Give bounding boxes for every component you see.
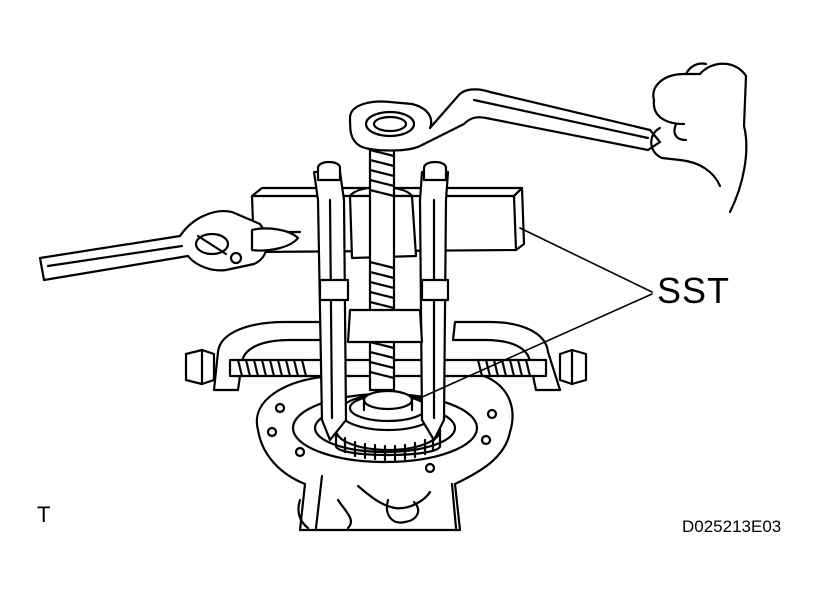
sst-leader-lines: [419, 227, 653, 399]
corner-mark: T: [37, 502, 51, 527]
sst-callout-label: SST: [657, 270, 731, 311]
hand-icon: [650, 62, 748, 214]
figure-code: D025213E03: [682, 517, 782, 536]
combination-wrench-icon: [38, 210, 300, 282]
puller-icon: [184, 138, 588, 442]
ring-wrench-icon: [348, 88, 662, 152]
